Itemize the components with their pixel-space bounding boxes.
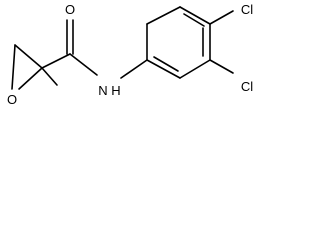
atom-label-chlorine-lower: Cl [241, 79, 253, 94]
atom-label-carbonyl-oxygen: O [65, 2, 75, 17]
bond-c-to-carbonyl [41, 53, 71, 69]
ring-bond-6 [146, 59, 181, 79]
ring-double-bond-upper [183, 13, 205, 27]
atom-label-amide-hydrogen: H [111, 83, 120, 98]
bond-epoxide-o-to-c [18, 67, 43, 90]
atom-label-chlorine-upper: Cl [241, 2, 253, 17]
chemical-structure: O N H Cl Cl O [7, 2, 253, 107]
bond-methyl [41, 67, 58, 86]
ring-bond-3 [179, 6, 211, 25]
bond-n-to-ring [120, 59, 148, 79]
ring-double-bond-lower [153, 56, 179, 72]
bond-carbonyl-to-n [69, 53, 98, 76]
bond-c-cl-upper [209, 10, 234, 25]
bond-c-cl-lower [209, 59, 234, 74]
ring-bond-5 [179, 59, 211, 79]
bond-epoxide-ch2-to-o [11, 44, 16, 90]
atom-label-amide-nitrogen: N [98, 83, 107, 98]
bond-epoxide-c-to-ch2 [14, 44, 43, 69]
ring-bond-2 [146, 6, 181, 25]
atom-label-epoxide-oxygen: O [7, 92, 17, 107]
